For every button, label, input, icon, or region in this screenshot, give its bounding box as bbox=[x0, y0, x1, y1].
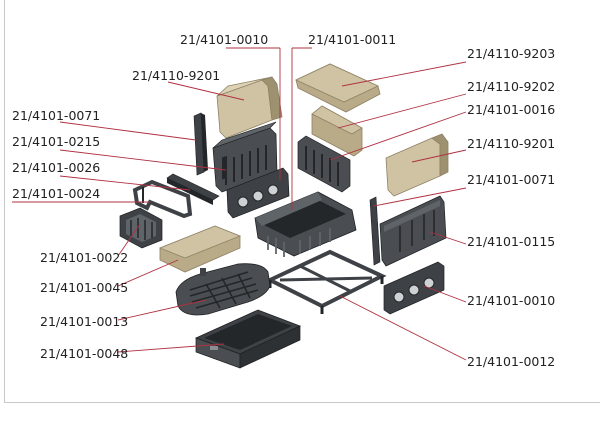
part-rod-0071-right bbox=[369, 196, 381, 266]
part-firebox-0011 bbox=[254, 191, 357, 257]
part-floor-brick-slab bbox=[158, 225, 242, 273]
frame-left-border bbox=[4, 0, 5, 402]
part-grate-0016 bbox=[297, 135, 351, 193]
part-brick-9201-right bbox=[385, 133, 449, 197]
label-0022: 21/4101-0022 bbox=[40, 250, 128, 265]
part-base-frame-0012 bbox=[265, 249, 387, 314]
leader-lines bbox=[12, 47, 467, 361]
frame-bottom-border bbox=[4, 402, 600, 403]
label-0024: 21/4101-0024 bbox=[12, 186, 100, 201]
label-0010-right: 21/4101-0010 bbox=[467, 293, 555, 308]
label-0115: 21/4101-0115 bbox=[467, 234, 555, 249]
label-0071-left: 21/4101-0071 bbox=[12, 108, 100, 123]
label-0048: 21/4101-0048 bbox=[40, 346, 128, 361]
part-ash-pan-0048 bbox=[194, 309, 302, 369]
part-brick-9203 bbox=[295, 63, 381, 113]
label-0010-top: 21/4101-0010 bbox=[180, 32, 268, 47]
part-frame-0024 bbox=[132, 179, 193, 219]
part-bracket-0022 bbox=[119, 207, 163, 249]
part-back-plate-0010-right bbox=[383, 261, 445, 315]
label-9201-left: 21/4110-9201 bbox=[132, 68, 220, 83]
part-labels: 21/4101-0010 21/4101-0011 21/4110-9203 2… bbox=[12, 32, 555, 369]
part-ash-grate-0045 bbox=[175, 263, 271, 316]
label-0071-right: 21/4101-0071 bbox=[467, 172, 555, 187]
label-0215: 21/4101-0215 bbox=[12, 134, 100, 149]
part-brick-9201-left bbox=[216, 76, 283, 139]
label-0012: 21/4101-0012 bbox=[467, 354, 555, 369]
label-0013: 21/4101-0013 bbox=[40, 314, 128, 329]
part-rod-0071-left bbox=[193, 112, 208, 176]
part-side-wall-0115 bbox=[379, 195, 447, 267]
label-9201-right: 21/4110-9201 bbox=[467, 136, 555, 151]
part-back-plate-0010-center bbox=[226, 167, 290, 219]
label-9203: 21/4110-9203 bbox=[467, 46, 555, 61]
part-bar-0026 bbox=[166, 173, 220, 205]
part-brick-9202 bbox=[311, 105, 363, 157]
label-0045: 21/4101-0045 bbox=[40, 280, 128, 295]
label-0011: 21/4101-0011 bbox=[308, 32, 396, 47]
label-0026: 21/4101-0026 bbox=[12, 160, 100, 175]
label-9202: 21/4110-9202 bbox=[467, 79, 555, 94]
label-0016: 21/4101-0016 bbox=[467, 102, 555, 117]
